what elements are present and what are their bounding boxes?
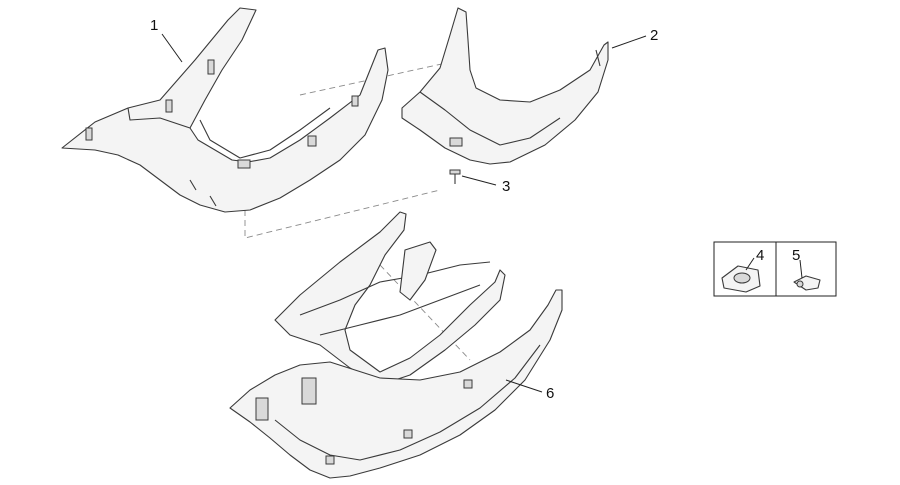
part-1-upper-footboard[interactable] <box>61 7 389 213</box>
callout-6: 6 <box>546 385 554 402</box>
part-6-lower-underbody[interactable] <box>229 289 563 479</box>
part-4-clip-nut[interactable] <box>721 265 761 293</box>
callout-1: 1 <box>150 17 158 34</box>
callout-4: 4 <box>756 247 764 264</box>
lower-support-frame[interactable] <box>274 211 506 386</box>
small-parts-inset <box>713 241 837 297</box>
callout-2: 2 <box>650 27 658 44</box>
part-3-screw[interactable] <box>449 169 461 184</box>
part-5-spring-clip[interactable] <box>793 275 821 291</box>
part-2-front-cover[interactable] <box>401 7 609 165</box>
callout-5: 5 <box>792 247 800 264</box>
leader-lines <box>161 33 803 393</box>
callout-3: 3 <box>502 178 510 195</box>
